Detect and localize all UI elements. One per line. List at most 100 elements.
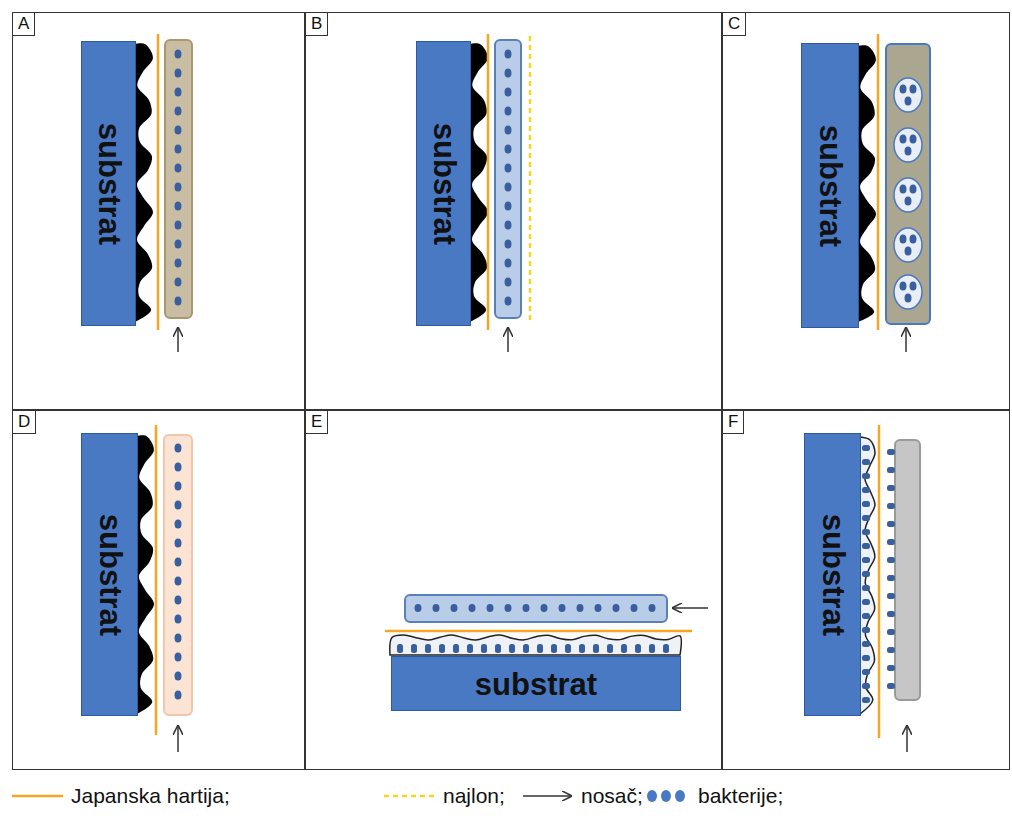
bacterium bbox=[505, 69, 512, 78]
bacterium bbox=[905, 294, 912, 303]
capsule bbox=[894, 128, 922, 162]
bacterium bbox=[175, 691, 182, 700]
bacterium bbox=[175, 88, 182, 97]
bacterium bbox=[505, 202, 512, 211]
bacterium bbox=[905, 147, 912, 156]
bacterium bbox=[862, 487, 870, 493]
legend-item: bakterije; bbox=[640, 781, 783, 811]
bacterium bbox=[537, 644, 543, 653]
panel-letter: C bbox=[728, 14, 740, 33]
panel-letter: D bbox=[18, 412, 30, 431]
bacterium bbox=[621, 644, 627, 653]
bacterium bbox=[451, 604, 458, 612]
bacterium bbox=[887, 665, 895, 671]
bacterium bbox=[635, 644, 641, 653]
bacterium bbox=[577, 604, 584, 612]
bacterium bbox=[862, 613, 870, 619]
bacterium bbox=[175, 126, 182, 135]
bacterium bbox=[900, 185, 907, 194]
bacterium bbox=[593, 644, 599, 653]
bacterium bbox=[663, 644, 669, 653]
legend-label: nosač; bbox=[581, 784, 643, 808]
bacterium bbox=[905, 197, 912, 206]
bacterium bbox=[595, 604, 602, 612]
bacterium bbox=[469, 604, 476, 612]
japanese-paper bbox=[385, 630, 692, 633]
figure-panel: Asubstrat bbox=[12, 12, 305, 410]
bacterium bbox=[175, 50, 182, 59]
bacterium bbox=[887, 467, 895, 473]
panel-letter: B bbox=[311, 14, 322, 33]
bacterium bbox=[175, 634, 182, 643]
bacterium bbox=[175, 164, 182, 173]
bacterium bbox=[565, 644, 571, 653]
bacterium bbox=[649, 604, 656, 612]
capsule bbox=[894, 178, 922, 212]
bacterium bbox=[425, 644, 431, 653]
bacterium bbox=[175, 672, 182, 681]
bacterium bbox=[505, 88, 512, 97]
bacterium bbox=[862, 459, 870, 465]
bacterium bbox=[910, 185, 917, 194]
bacterium bbox=[505, 50, 512, 59]
bacterium bbox=[579, 644, 585, 653]
bacterium bbox=[505, 278, 512, 287]
bacterium bbox=[862, 571, 870, 577]
bacterium bbox=[887, 485, 895, 491]
bacterium bbox=[910, 85, 917, 94]
bacterium bbox=[887, 521, 895, 527]
bacterium bbox=[495, 644, 501, 653]
bacterium bbox=[505, 297, 512, 306]
black-crust bbox=[470, 43, 488, 322]
carrier bbox=[886, 44, 930, 324]
bacterium bbox=[175, 463, 182, 472]
legend-item: Japanska hartija; bbox=[10, 781, 230, 811]
bacterium bbox=[175, 615, 182, 624]
nylon-sheet bbox=[529, 36, 532, 322]
capsule bbox=[894, 78, 922, 112]
panel-letter: E bbox=[311, 412, 322, 431]
bacterium bbox=[175, 482, 182, 491]
bacterium bbox=[887, 575, 895, 581]
bacterium bbox=[523, 644, 529, 653]
bacterium bbox=[862, 515, 870, 521]
bacterium bbox=[505, 107, 512, 116]
panel-label-box: C bbox=[722, 12, 746, 36]
bacterium bbox=[910, 282, 917, 291]
carrier-arrow bbox=[177, 328, 179, 352]
bacterium bbox=[862, 655, 870, 661]
bacterium bbox=[900, 282, 907, 291]
bacterium bbox=[175, 202, 182, 211]
bacterium bbox=[887, 647, 895, 653]
biofilm-layer bbox=[390, 635, 681, 655]
bacterium bbox=[505, 164, 512, 173]
carrier-arrow bbox=[673, 607, 708, 609]
bacterium bbox=[559, 604, 566, 612]
carrier bbox=[165, 40, 192, 318]
bacterium bbox=[509, 644, 515, 653]
bacterium bbox=[175, 539, 182, 548]
bacterium bbox=[175, 501, 182, 510]
biofilm-layer bbox=[860, 437, 875, 714]
bacterium bbox=[467, 644, 473, 653]
japanese-paper bbox=[155, 425, 158, 735]
bacterium bbox=[887, 557, 895, 563]
bacterium bbox=[175, 240, 182, 249]
bacterium bbox=[175, 69, 182, 78]
figure-panel: Esubstrat bbox=[305, 410, 722, 770]
bacterium bbox=[862, 599, 870, 605]
bacterium bbox=[505, 259, 512, 268]
bacterium bbox=[613, 604, 620, 612]
bacterium bbox=[175, 221, 182, 230]
bacterium bbox=[862, 557, 870, 563]
carrier-arrow bbox=[507, 328, 509, 352]
substrate-block: substrat bbox=[804, 433, 861, 716]
substrate-block: substrat bbox=[416, 41, 471, 326]
carrier bbox=[495, 40, 521, 318]
bacterium bbox=[415, 604, 422, 612]
legend-sample bbox=[640, 786, 692, 806]
panel-letter: A bbox=[18, 14, 29, 33]
legend-sample bbox=[10, 786, 65, 806]
substrate-block: substrat bbox=[81, 41, 136, 326]
